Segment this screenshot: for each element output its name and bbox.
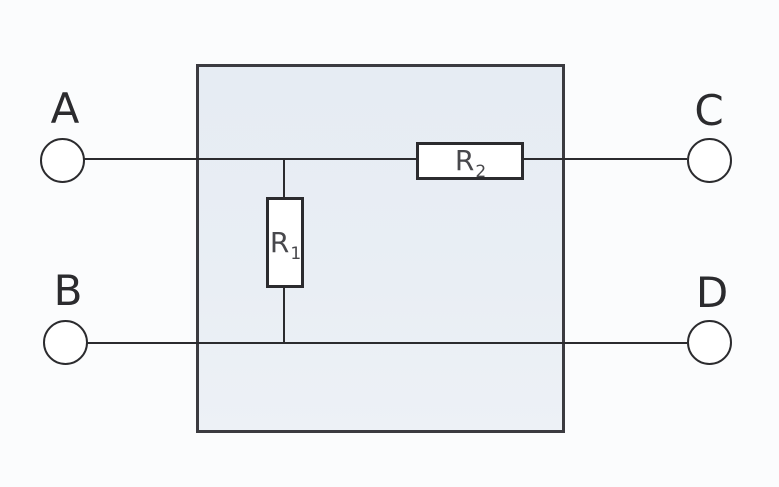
terminal-c-circle	[687, 138, 732, 183]
terminal-d-label: D	[695, 268, 729, 317]
terminal-b-circle	[43, 320, 88, 365]
terminal-a-label: A	[50, 84, 80, 133]
resistor-r2: R2	[416, 142, 524, 182]
wire-bottom-rail	[87, 342, 687, 344]
resistor-r2-subscript: 2	[475, 162, 487, 182]
resistor-r1-subscript: 1	[290, 243, 302, 264]
terminal-a-circle	[40, 138, 85, 183]
resistor-r1: R1	[266, 197, 304, 288]
network-box	[196, 64, 565, 433]
terminal-d-circle	[687, 320, 732, 365]
terminal-c-label: C	[694, 86, 724, 135]
resistor-r2-label: R2	[454, 144, 487, 182]
resistor-r1-label: R1	[269, 225, 302, 264]
terminal-b-label: B	[53, 266, 83, 315]
wire-top-rail	[84, 158, 687, 160]
